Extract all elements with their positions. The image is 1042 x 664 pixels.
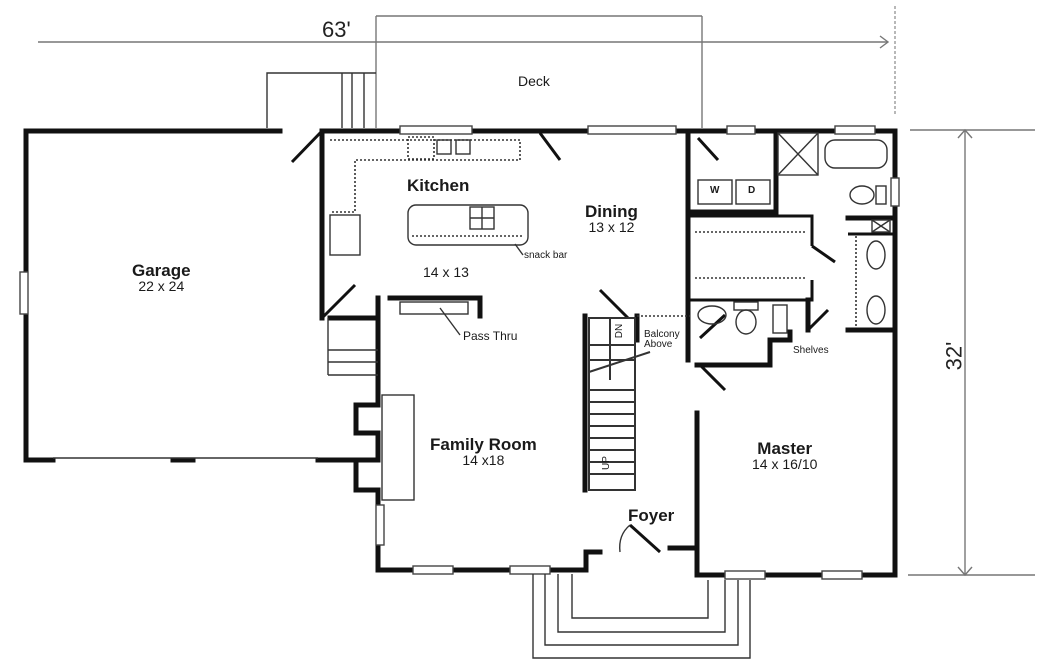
room-kitchen: Kitchen	[407, 177, 469, 194]
note-balcony-line1: Balcony	[644, 329, 680, 340]
note-shelves: Shelves	[793, 345, 829, 356]
front-steps	[532, 574, 751, 659]
room-master-dims: 14 x 16/10	[752, 456, 818, 472]
room-dining-name: Dining	[585, 202, 638, 221]
note-balcony-above: Balcony Above	[644, 330, 680, 350]
kitchen-fixtures	[329, 136, 529, 336]
room-master: Master 14 x 16/10	[752, 440, 817, 471]
overall-width-label: 63'	[322, 17, 351, 42]
room-master-name: Master	[757, 439, 813, 458]
room-dining-dims: 13 x 12	[588, 219, 635, 235]
room-family: Family Room 14 x18	[430, 436, 537, 467]
room-family-name: Family Room	[430, 435, 537, 454]
washer-label: W	[710, 185, 720, 196]
room-dining: Dining 13 x 12	[585, 203, 638, 234]
room-kitchen-dims: 14 x 13	[423, 264, 469, 280]
room-garage-dims: 22 x 24	[138, 278, 185, 294]
dryer-label: D	[748, 185, 756, 196]
stair-down-label: DN	[614, 323, 626, 339]
garage-steps	[327, 318, 378, 376]
fireplace-hearth	[381, 394, 415, 501]
garage-walls	[19, 128, 359, 463]
note-balcony-line2: Above	[644, 339, 673, 350]
dimension-lines	[38, 6, 1035, 577]
windows	[375, 125, 900, 580]
room-deck-name: Deck	[518, 73, 550, 89]
room-garage: Garage 22 x 24	[132, 262, 191, 293]
room-foyer-name: Foyer	[628, 506, 675, 525]
staircase	[588, 317, 651, 491]
room-kitchen-name: Kitchen	[407, 176, 470, 195]
overall-depth-label: 32'	[941, 341, 967, 371]
room-family-dims: 14 x18	[462, 452, 505, 468]
note-pass-thru: Pass Thru	[463, 329, 518, 343]
stair-up-label: UP	[600, 456, 612, 470]
room-deck: Deck	[518, 74, 550, 88]
bath-laundry-fixtures	[695, 132, 891, 335]
room-garage-name: Garage	[132, 261, 191, 280]
note-snack-bar: snack bar	[524, 250, 568, 261]
house-walls	[319, 128, 898, 578]
deck-outline	[266, 72, 376, 128]
doors	[290, 129, 836, 554]
